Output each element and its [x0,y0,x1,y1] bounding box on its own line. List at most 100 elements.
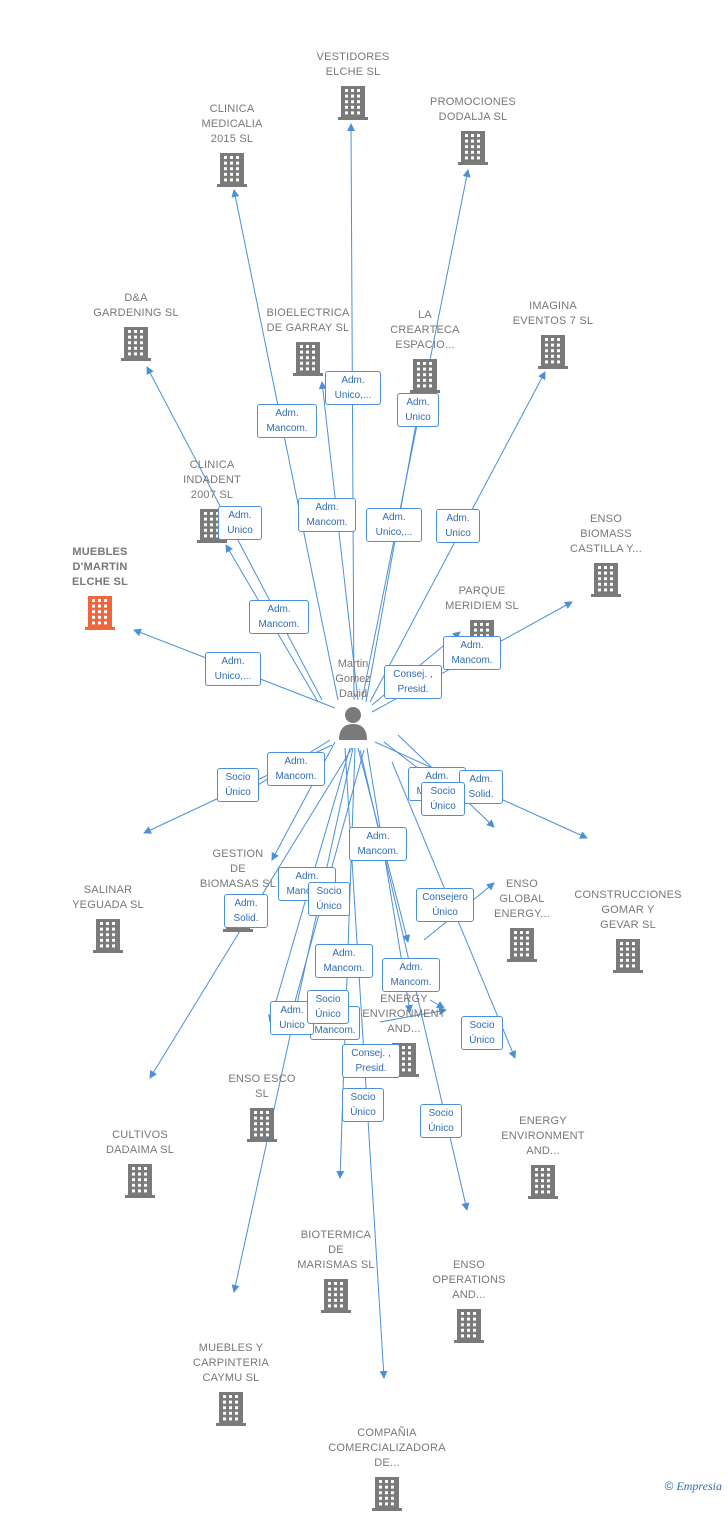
relation-label[interactable]: Socio Único [307,990,349,1024]
relation-label[interactable]: Adm. Mancom. [298,498,356,532]
relation-label[interactable]: Socio Único [420,1104,462,1138]
company-node-cultivos[interactable]: CULTIVOS DADAIMA SL [75,1128,205,1198]
relation-label[interactable]: Adm. Unico [436,509,480,543]
building-icon [319,1277,353,1313]
person-node[interactable]: Martin Gomez David [313,657,393,740]
building-icon [215,151,249,187]
edge-6 [361,169,471,701]
company-node-crearteca[interactable]: LA CREARTECA ESPACIO... [360,308,490,393]
relation-label[interactable]: Adm. Unico,... [325,371,381,405]
company-node-promociones[interactable]: PROMOCIONES DODALJA SL [408,95,538,165]
building-icon [245,1106,279,1142]
edge-27 [429,999,445,1009]
relation-label[interactable]: Adm. Mancom. [315,944,373,978]
company-name: MUEBLES Y CARPINTERIA CAYMU SL [192,1342,270,1384]
company-name: CLINICA MEDICALIA 2015 SL [201,103,263,145]
relation-label[interactable]: Consejero Único [416,888,474,922]
building-icon [214,1390,248,1426]
company-node-muebles-martin[interactable]: MUEBLES D'MARTIN ELCHE SL [35,545,165,630]
company-node-bioelectrica[interactable]: BIOELECTRICA DE GARRAY SL [243,306,373,376]
edge-4 [347,123,356,701]
company-name: CULTIVOS DADAIMA SL [105,1129,175,1156]
building-icon [408,357,442,393]
relation-label[interactable]: Socio Único [461,1016,503,1050]
company-name: BIOTERMICA DE MARISMAS SL [297,1229,375,1271]
relation-label[interactable]: Adm. Unico [397,393,439,427]
relation-label[interactable]: Consej. , Presid. [342,1044,400,1078]
building-icon [452,1307,486,1343]
company-node-salinar[interactable]: SALINAR YEGUADA SL [43,883,173,953]
relation-label[interactable]: Socio Único [308,882,350,916]
company-node-dya[interactable]: D&A GARDENING SL [71,291,201,361]
company-node-enso-biomass[interactable]: ENSO BIOMASS CASTILLA Y... [541,512,671,597]
building-icon [456,129,490,165]
company-node-clinica-indadent[interactable]: CLINICA INDADENT 2007 SL [147,458,277,543]
copyright-icon: © [664,1479,674,1493]
relation-label[interactable]: Adm. Unico,... [366,508,422,542]
edge-29 [379,1007,447,1023]
company-name: GESTION DE BIOMASAS SL [199,848,277,890]
company-node-energy-env-2[interactable]: ENERGY ENVIRONMENT AND... [478,1114,608,1199]
edge-7 [365,395,424,703]
brand-name: Empresia [676,1479,722,1493]
company-name: ENSO GLOBAL ENERGY... [493,878,550,920]
company-node-imagina[interactable]: IMAGINA EVENTOS 7 SL [488,299,618,369]
company-name: VESTIDORES ELCHE SL [316,51,390,78]
building-icon [83,594,117,630]
relation-label[interactable]: Adm. Solid. [224,894,268,928]
building-icon [91,917,125,953]
company-name: ENSO OPERATIONS AND... [432,1259,506,1301]
company-name: COMPAÑIA COMERCIALIZADORA DE... [328,1427,446,1469]
relation-label[interactable]: Adm. Mancom. [443,636,501,670]
person-icon [339,707,367,740]
company-node-enso-operations[interactable]: ENSO OPERATIONS AND... [404,1258,534,1343]
company-name: ENERGY ENVIRONMENT AND... [501,1115,585,1157]
company-name: PARQUE MERIDIEM SL [445,585,519,612]
company-name: D&A GARDENING SL [93,292,179,319]
relation-label[interactable]: Adm. Solid. [459,770,503,804]
company-name: CLINICA INDADENT 2007 SL [183,459,241,501]
building-icon [119,325,153,361]
company-name: SALINAR YEGUADA SL [72,884,144,911]
person-name: Martin Gomez David [335,658,371,700]
building-icon [336,84,370,120]
company-name: ENSO BIOMASS CASTILLA Y... [570,513,642,555]
building-icon [370,1475,404,1511]
company-node-vestidores[interactable]: VESTIDORES ELCHE SL [288,50,418,120]
relation-label[interactable]: Adm. Mancom. [249,600,309,634]
company-node-muebles-caymu[interactable]: MUEBLES Y CARPINTERIA CAYMU SL [166,1341,296,1426]
building-icon [123,1162,157,1198]
company-node-biotermica[interactable]: BIOTERMICA DE MARISMAS SL [271,1228,401,1313]
relation-label[interactable]: Adm. Mancom. [257,404,317,438]
relation-label[interactable]: Adm. Mancom. [349,827,407,861]
company-node-enso-esco[interactable]: ENSO ESCO SL [197,1072,327,1142]
company-name: MUEBLES D'MARTIN ELCHE SL [72,546,128,588]
relation-label[interactable]: Adm. Mancom. [267,752,325,786]
building-icon [536,333,570,369]
company-node-enso-global[interactable]: ENSO GLOBAL ENERGY... [457,877,587,962]
company-name: PROMOCIONES DODALJA SL [430,96,516,123]
company-node-clinica-medicalia[interactable]: CLINICA MEDICALIA 2015 SL [167,102,297,187]
relation-label[interactable]: Adm. Unico [270,1001,314,1035]
relation-label[interactable]: Adm. Unico,... [205,652,261,686]
building-icon [291,340,325,376]
building-icon [589,561,623,597]
relation-label[interactable]: Consej. , Presid. [384,665,442,699]
company-name: ENSO ESCO SL [228,1073,296,1100]
company-node-compania[interactable]: COMPAÑIA COMERCIALIZADORA DE... [312,1426,462,1511]
relation-label[interactable]: Adm. Mancom. [382,958,440,992]
building-icon [505,926,539,962]
building-icon [611,937,645,973]
company-name: BIOELECTRICA DE GARRAY SL [266,307,350,334]
relation-label[interactable]: Adm. Unico [218,506,262,540]
relation-label[interactable]: Socio Único [421,782,465,816]
relation-label[interactable]: Socio Único [342,1088,384,1122]
edge-5 [318,381,359,701]
company-name: ENERGY ENVIRONMENT AND... [362,993,446,1035]
company-node-construcciones[interactable]: CONSTRUCCIONES GOMAR Y GEVAR SL [558,888,698,973]
company-name: IMAGINA EVENTOS 7 SL [512,300,594,327]
company-name: LA CREARTECA ESPACIO... [390,309,460,351]
edge-3 [231,189,339,701]
relation-label[interactable]: Socio Único [217,768,259,802]
